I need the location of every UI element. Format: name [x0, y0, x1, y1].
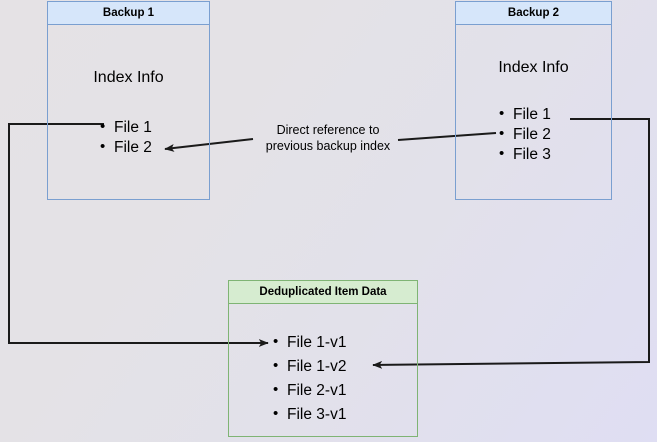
list-item: File 1	[98, 117, 152, 138]
node-deduplicated-item-data[interactable]: Deduplicated Item Data File 1-v1 File 1-…	[228, 280, 418, 437]
node-backup1[interactable]: Backup 1 Index Info File 1 File 2	[47, 1, 210, 200]
node-backup2-subtitle: Index Info	[498, 59, 569, 76]
list-item: File 3	[497, 144, 551, 165]
list-item: File 1-v2	[271, 354, 346, 379]
node-dedup-body: File 1-v1 File 1-v2 File 2-v1 File 3-v1	[229, 304, 417, 436]
list-item: File 2	[497, 124, 551, 145]
node-backup1-body: Index Info File 1 File 2	[48, 25, 209, 199]
node-backup1-header: Backup 1	[48, 2, 209, 25]
node-backup2-body: Index Info File 1 File 2 File 3	[456, 25, 611, 199]
annotation-line-1: Direct reference to	[276, 123, 380, 137]
annotation-line-2: previous backup index	[265, 139, 391, 153]
node-backup1-file-list: File 1 File 2	[98, 117, 152, 158]
node-dedup-file-list: File 1-v1 File 1-v2 File 2-v1 File 3-v1	[271, 330, 346, 427]
annotation-direct-reference: Direct reference to previous backup inde…	[248, 122, 408, 154]
list-item: File 3-v1	[271, 402, 346, 427]
list-item: File 1	[497, 104, 551, 125]
node-backup2[interactable]: Backup 2 Index Info File 1 File 2 File 3	[455, 1, 612, 200]
node-backup2-file-list: File 1 File 2 File 3	[497, 104, 551, 165]
list-item: File 1-v1	[271, 330, 346, 355]
list-item: File 2-v1	[271, 378, 346, 403]
node-backup2-header: Backup 2	[456, 2, 611, 25]
node-dedup-header: Deduplicated Item Data	[229, 281, 417, 304]
list-item: File 2	[98, 137, 152, 158]
node-backup1-subtitle: Index Info	[93, 69, 164, 86]
